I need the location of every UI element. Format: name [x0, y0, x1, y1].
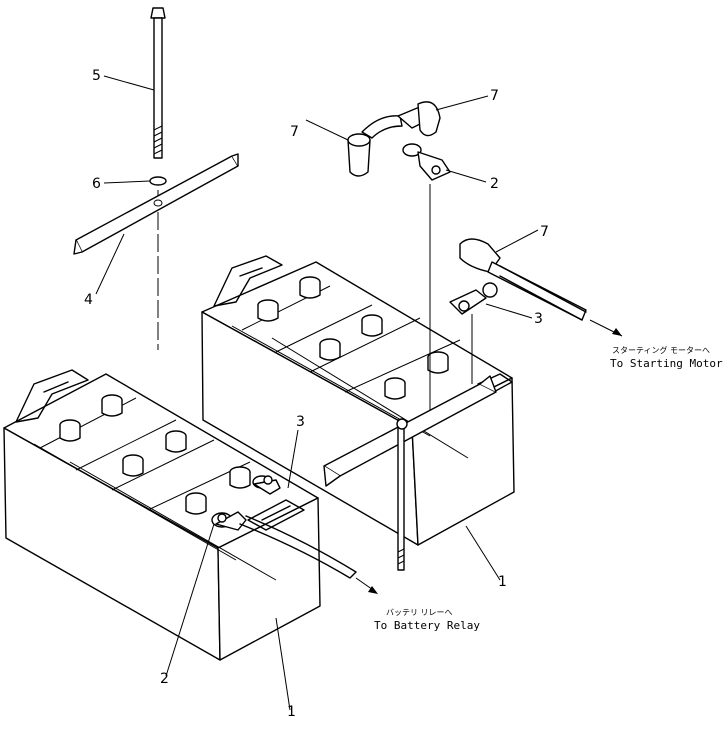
callout-7-motor: 7 [540, 224, 549, 240]
terminal-cover-upper-right [397, 101, 441, 137]
callout-7-upper-left: 7 [290, 124, 299, 140]
washer [149, 176, 167, 186]
hold-down-bar-lower [323, 375, 497, 487]
arrow-to-battery-relay [355, 577, 378, 594]
callout-3-rear: 3 [534, 311, 543, 327]
callout-2-front: 2 [160, 671, 169, 687]
arrow-to-starting-motor [589, 319, 623, 337]
hold-down-bar-upper [73, 153, 239, 255]
callout-6: 6 [92, 176, 101, 192]
callout-1-front: 1 [287, 704, 296, 720]
terminal-cover-starting-motor [459, 238, 587, 321]
cable-to-starting-motor [499, 265, 587, 321]
terminal-clamp-front-positive [252, 475, 281, 495]
terminal-clamp-upper-2 [402, 143, 451, 181]
callout-2-upper: 2 [490, 176, 499, 192]
note-starting-motor-en: To Starting Motor [610, 357, 723, 370]
note-starting-motor-jp: スターティング モーターへ [612, 345, 710, 355]
callout-7-upper-right: 7 [490, 88, 499, 104]
hold-down-bolt-upper [150, 7, 166, 159]
terminal-cover-upper-left [347, 115, 403, 177]
leader-lines [95, 75, 539, 711]
hold-down-rods [396, 184, 473, 571]
note-battery-relay-en: To Battery Relay [374, 619, 480, 632]
note-battery-relay-jp: バッテリ リレーへ [386, 608, 453, 617]
callout-4: 4 [84, 292, 93, 308]
callout-3-front: 3 [296, 414, 305, 430]
callout-5: 5 [92, 68, 101, 84]
terminal-clamp-front-negative [211, 511, 247, 531]
callout-1-rear: 1 [498, 574, 507, 590]
cable-to-battery-relay [239, 515, 357, 579]
terminal-clamp-rear-3 [449, 282, 498, 315]
